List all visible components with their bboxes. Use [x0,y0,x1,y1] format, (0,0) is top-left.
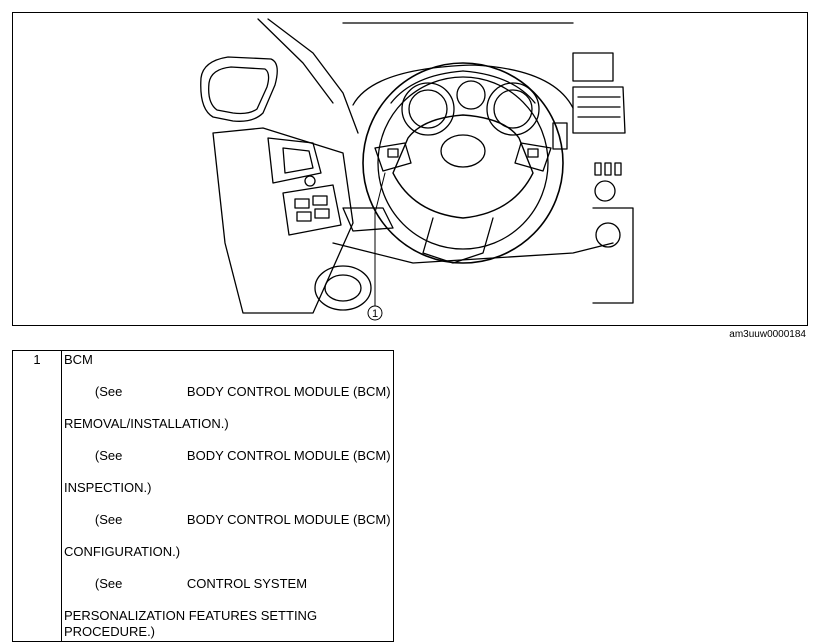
reference-3-see: (See [94,512,123,527]
rim-grip-upper-right [462,70,536,104]
steering-wheel-rim-inner [377,76,549,250]
reference-4-see: (See [94,576,123,591]
bcm-area-panel [342,207,394,232]
window-switch-2 [312,195,328,206]
legend-item-title: BCM [64,352,93,367]
left-spoke-switch-cluster [374,142,412,172]
legend-row-number: 1 [12,350,62,642]
left-spoke-switch-button [387,148,399,158]
right-spoke-switch-cluster [514,142,552,172]
callout-number: 1 [372,308,378,320]
hazard-button-3 [614,162,622,176]
reference-3-continuation[interactable]: CONFIGURATION.) [64,544,181,559]
reference-4-continuation[interactable]: PERSONALIZATION FEATURES SETTING [64,608,318,623]
lower-dash-line [332,242,614,264]
gauge-left [401,82,455,136]
callout-circle [367,305,383,321]
reference-4[interactable]: (See CONTROL SYSTEM [64,560,391,608]
window-switch-3 [296,211,312,222]
steering-wheel-hub [392,114,534,219]
reference-1[interactable]: (See BODY CONTROL MODULE (BCM) [64,368,391,416]
right-spoke-switch-button [527,148,539,158]
door-handle [282,147,314,174]
gauge-center [456,80,486,110]
gauge-right-inner [493,89,533,129]
window-switch-1 [294,198,310,209]
driver-side-vent [552,122,568,150]
door-speaker-inner [324,274,362,302]
reference-1-target[interactable]: BODY CONTROL MODULE (BCM) [186,384,391,399]
center-vents [572,86,626,134]
a-pillar-inner-line [257,18,334,104]
hazard-button-2 [604,162,612,176]
reference-3-target[interactable]: BODY CONTROL MODULE (BCM) [186,512,391,527]
dashboard-line-drawing: 1 [200,18,634,321]
gauge-left-inner [408,89,448,129]
steering-column [422,217,494,264]
reference-1-see: (See [94,384,123,399]
door-speaker [314,265,372,311]
reference-4-continuation-2[interactable]: PROCEDURE.) [64,624,156,639]
steering-emblem [440,134,486,168]
reference-2-target[interactable]: BODY CONTROL MODULE (BCM) [186,448,391,463]
reference-2-continuation[interactable]: INSPECTION.) [64,480,152,495]
side-mirror-outline [200,56,278,122]
reference-3[interactable]: (See BODY CONTROL MODULE (BCM) [64,496,391,544]
window-switch-4 [314,208,330,219]
center-knob-upper [594,180,616,202]
window-switch-panel [282,184,342,236]
reference-2[interactable]: (See BODY CONTROL MODULE (BCM) [64,432,391,480]
gauge-right [486,82,540,136]
center-stack-edge [592,207,634,304]
lock-knob [304,175,316,187]
door-handle-recess [267,137,322,184]
center-display [572,52,614,82]
reference-1-continuation[interactable]: REMOVAL/INSTALLATION.) [64,416,229,431]
reference-4-target[interactable]: CONTROL SYSTEM [186,576,308,591]
figure-code: am3uuw0000184 [729,329,806,340]
cluster-hood [352,64,574,109]
hazard-button-1 [594,162,602,176]
dashboard-illustration-frame: 1 [12,12,808,326]
side-mirror-glass [208,66,270,115]
steering-wheel-rim-outer [362,62,564,264]
center-knob-lower [595,222,621,248]
rim-grip-upper-left [390,70,464,104]
a-pillar-line [267,18,359,134]
reference-2-see: (See [94,448,123,463]
callout-leader-line [374,172,386,307]
